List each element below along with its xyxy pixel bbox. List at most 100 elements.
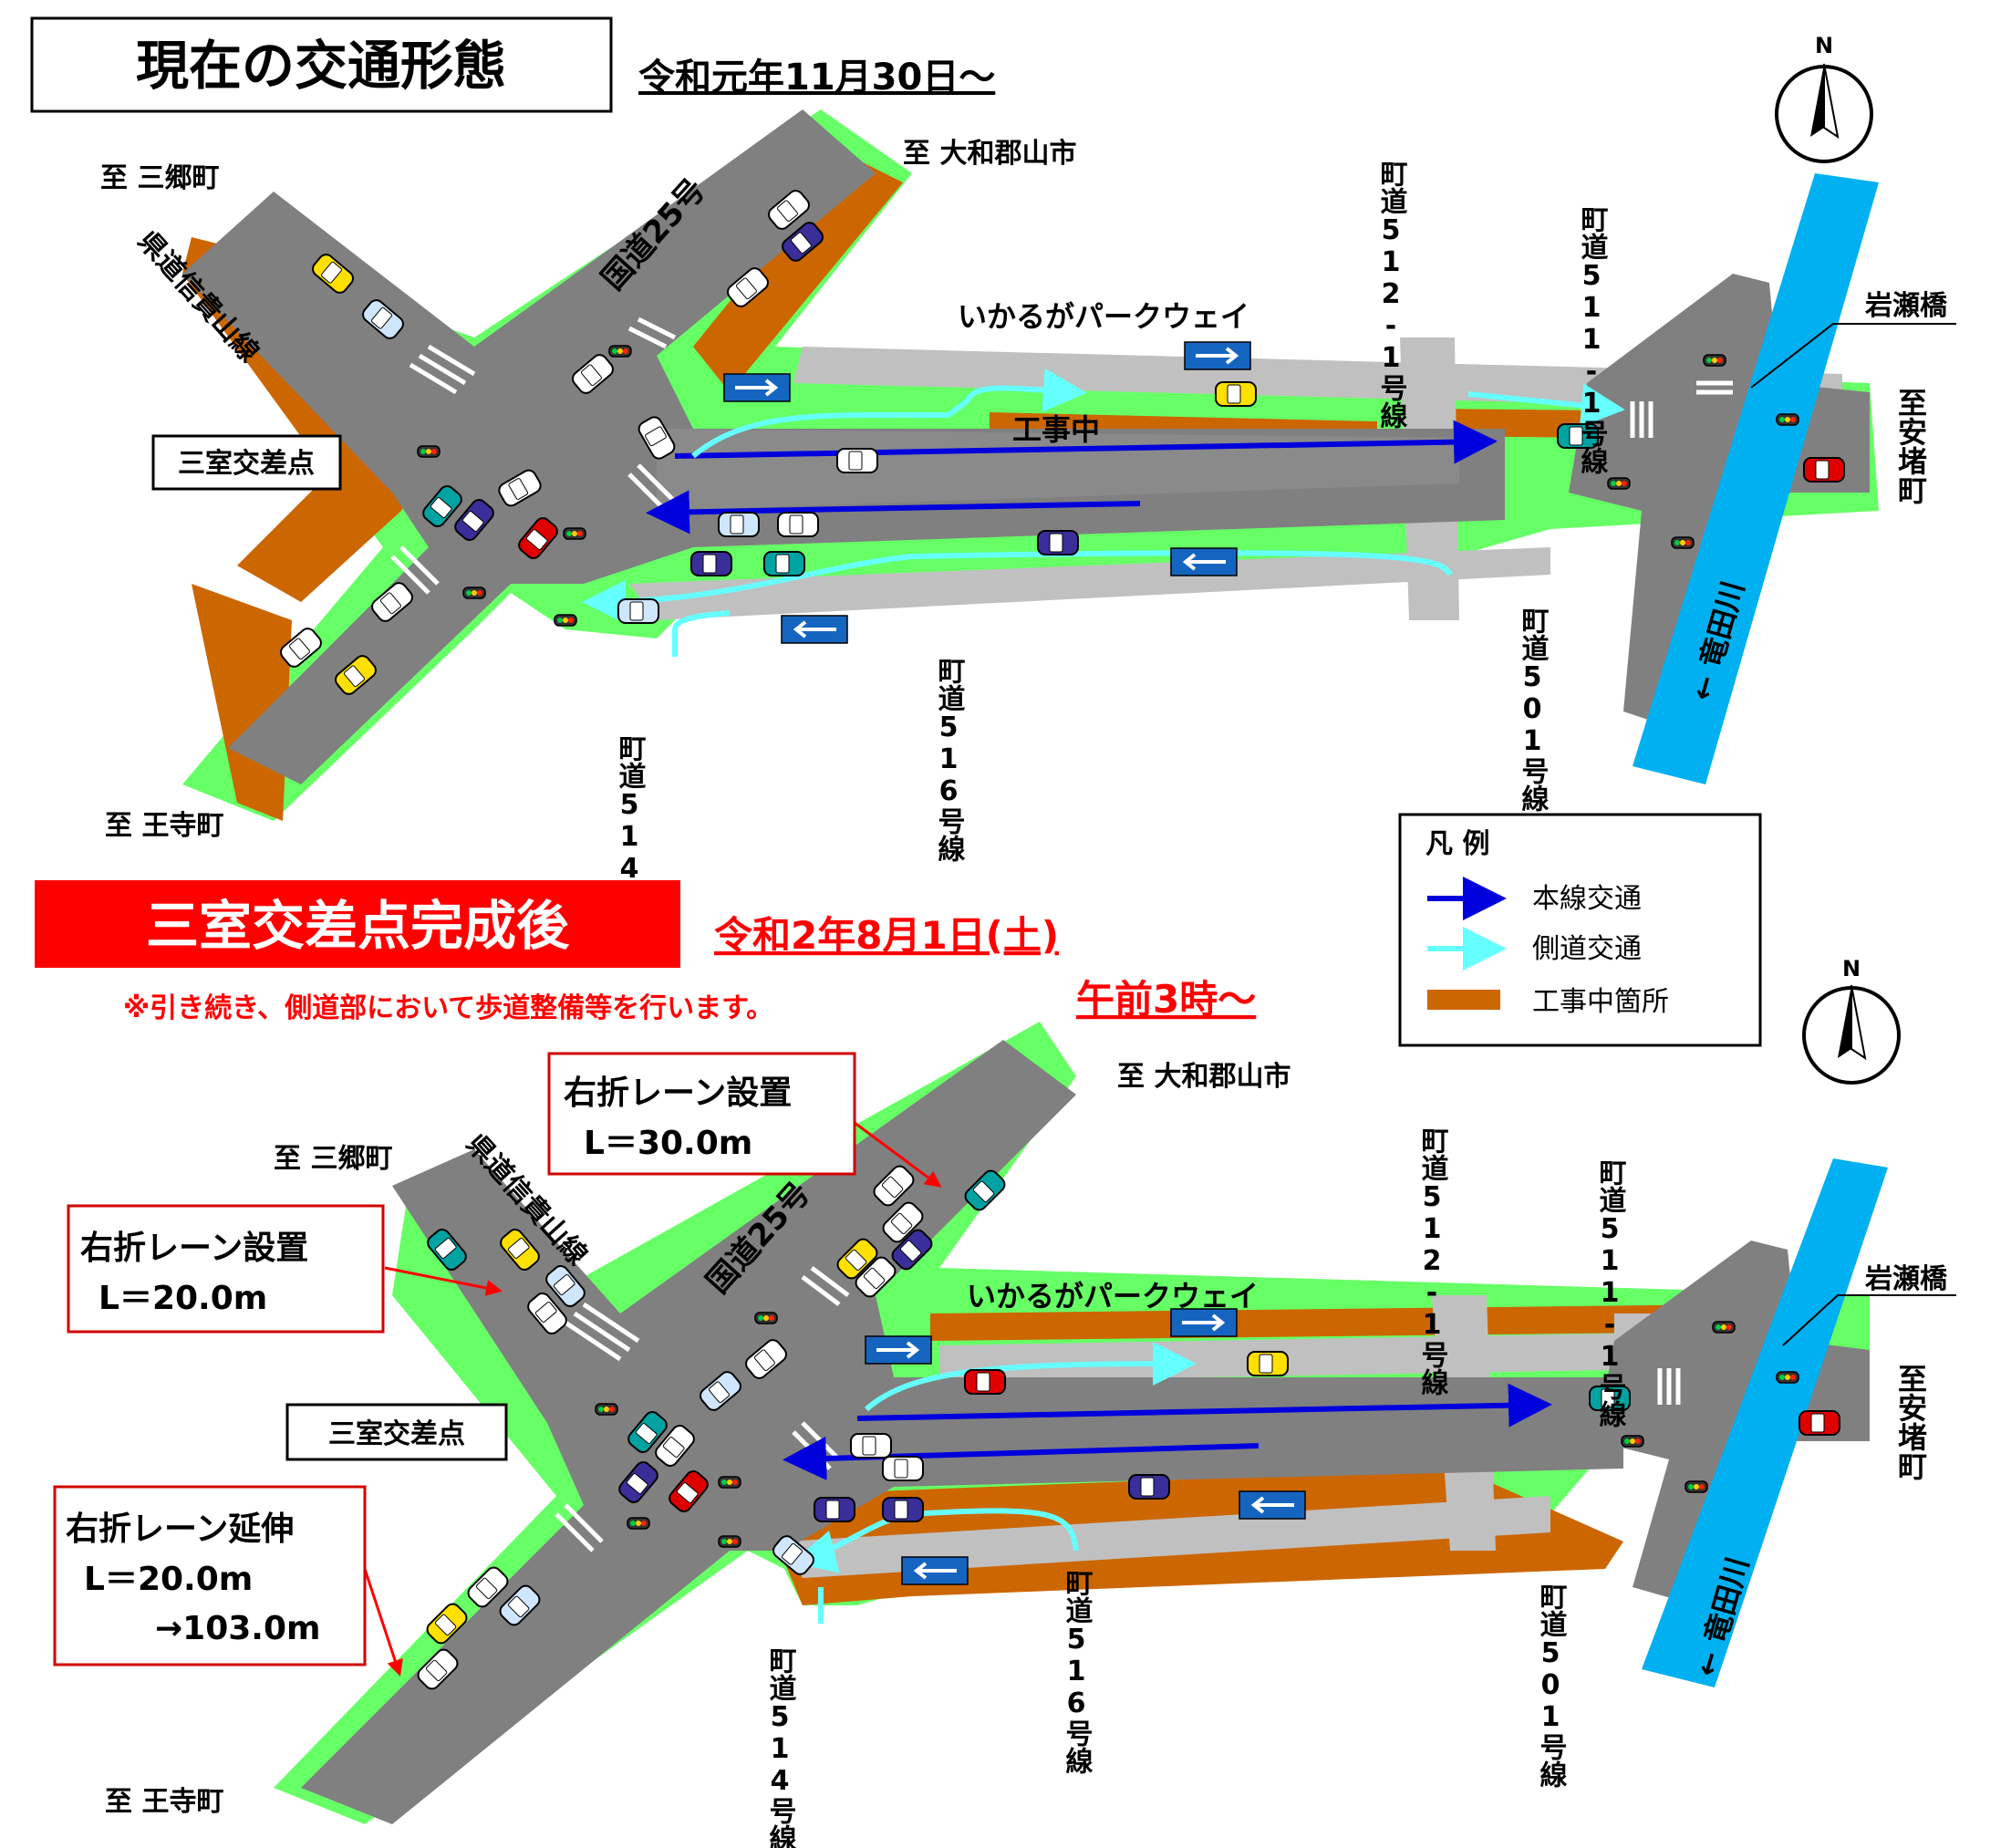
callout3-line3: →103.0m [155,1610,321,1647]
legend-side: 側道交通 [1532,933,1642,965]
bottom-label-r501: 町道501号線 [1535,1583,1568,1788]
callout3-box [53,1485,367,1666]
top-work-northeast [693,155,903,392]
bottom-oneway-sign-4 [900,1555,969,1586]
top-signal-icon [563,527,586,540]
top-signal-icon [1776,413,1799,426]
bottom-label-intersection: 三室交差点 [328,1418,465,1450]
top-oneway-sign-2 [1183,340,1252,371]
callout3-line2: L＝20.0m [84,1561,253,1598]
bottom-river [1642,1158,1888,1687]
bottom-iwase-leader [1782,1294,1956,1346]
top-side-northeast-arrow [691,368,1087,459]
callout2-leader [384,1266,503,1296]
bottom-north-sideroad [939,1332,1715,1382]
bottom-note: ※引き続き、側道部において歩道整備等を行います。 [123,992,773,1024]
top-intersection-box [151,434,342,491]
top-river [1633,173,1879,784]
top-label-misato: 至 三郷町 [100,162,219,194]
legend-main: 本線交通 [1532,883,1642,915]
legend-work-swatch [1427,990,1500,1010]
top-label-r511: 町道511‐1号線 [1576,205,1609,474]
bottom-east-intersection [1596,1241,1870,1605]
top-signal-icon [417,445,441,458]
top-label-r516: 町道516号線 [933,657,966,862]
top-side-westbound-arrow [582,550,1453,624]
callout2-line2: L＝20.0m [98,1280,267,1317]
callout1-leader [843,1113,942,1188]
callout1-line1: 右折レーン設置 [564,1075,792,1112]
bottom-signal-icon [1712,1321,1736,1334]
top-oneway-sign-4 [780,614,849,645]
bottom-label-r514: 町道514号線 [764,1646,797,1848]
top-label-ouji: 至 王寺町 [105,810,223,842]
callout2-box [67,1204,385,1334]
top-label-construction: 工事中 [1012,412,1100,447]
bottom-main-roads [301,1040,1623,1824]
bottom-label-ando: 至安堵町 [1893,1364,1928,1480]
bottom-oneway-sign-3 [1238,1490,1307,1521]
top-north-arrow-icon [1775,63,1873,163]
bottom-label-r512: 町道512‐1号線 [1416,1126,1449,1396]
top-signal-icon [1703,354,1726,367]
top-date: 令和元年11月30日～ [638,57,995,99]
bottom-signal-icon [1776,1371,1799,1384]
top-label-parkway: いかるがパークウェイ [958,299,1249,334]
bottom-label-r511: 町道511‐1号線 [1594,1158,1627,1428]
bottom-signal-icon [1621,1435,1644,1448]
top-south-sideroad [629,547,1550,620]
top-iwase-leader [1750,323,1956,389]
bottom-title: 三室交差点完成後 [146,895,570,957]
top-side-514-arrow [672,610,731,657]
bottom-signal-icon [627,1517,650,1530]
top-label-ando: 至安堵町 [1893,388,1928,504]
bottom-label-misato: 至 三郷町 [274,1143,392,1175]
legend-title: 凡 例 [1425,828,1489,860]
top-oneway-sign-3 [1169,546,1239,577]
bottom-signal-icon [754,1312,778,1324]
bottom-side-westbound-arrow [792,1508,1079,1573]
bottom-north-label: N [1842,956,1861,981]
callout3-line1: 右折レーン延伸 [66,1511,294,1548]
top-label-r512: 町道512‐1号線 [1375,160,1408,429]
top-signal-icon [1607,477,1631,490]
top-main-eastbound-arrow [674,420,1498,464]
bottom-time: 午前3時～ [1076,977,1256,1022]
callout1-box [547,1052,856,1176]
bottom-signal-icon [718,1476,741,1489]
bottom-intersection-box [285,1403,508,1461]
bottom-label-parkway: いかるがパークウェイ [967,1279,1259,1313]
callout2-line1: 右折レーン設置 [80,1230,308,1267]
top-map: N [182,33,1879,821]
bottom-north-arrow-icon [1802,984,1901,1085]
bottom-signal-icon [595,1403,618,1416]
bottom-label-ouji: 至 王寺町 [105,1786,223,1818]
top-signal-icon [462,587,486,599]
bottom-south-sideroad [784,1496,1550,1578]
top-oneway-sign-1 [722,372,792,403]
top-title: 現在の交通形態 [136,35,506,97]
bottom-signal-icon [1684,1480,1708,1493]
bottom-title-box [35,880,680,968]
top-north-label: N [1815,33,1833,58]
bottom-oneway-sign-1 [864,1334,933,1365]
top-label-r501: 町道501号線 [1517,607,1550,812]
bottom-date: 令和2年8月1日(土) [714,913,1059,958]
bottom-label-iwase: 岩瀬橋 [1865,1263,1948,1295]
bottom-label-yamato: 至 大和郡山市 [1117,1061,1291,1093]
bottom-work-north [930,1304,1733,1341]
top-label-iwase: 岩瀬橋 [1865,290,1948,322]
legend-work: 工事中箇所 [1532,986,1669,1018]
top-title-box [30,16,613,113]
top-main-westbound-arrow [646,490,1141,535]
bottom-label-r516: 町道516号線 [1061,1569,1094,1774]
top-side-east-arrow [1467,383,1625,428]
bottom-main-eastbound-arrow [856,1383,1552,1428]
bottom-map: N [274,956,1901,1824]
top-label-intersection: 三室交差点 [178,448,315,480]
callout1-line2: L＝30.0m [584,1125,752,1162]
top-signal-icon [1671,536,1695,549]
top-signal-icon [554,614,577,627]
top-label-yamato: 至 大和郡山市 [903,138,1076,170]
